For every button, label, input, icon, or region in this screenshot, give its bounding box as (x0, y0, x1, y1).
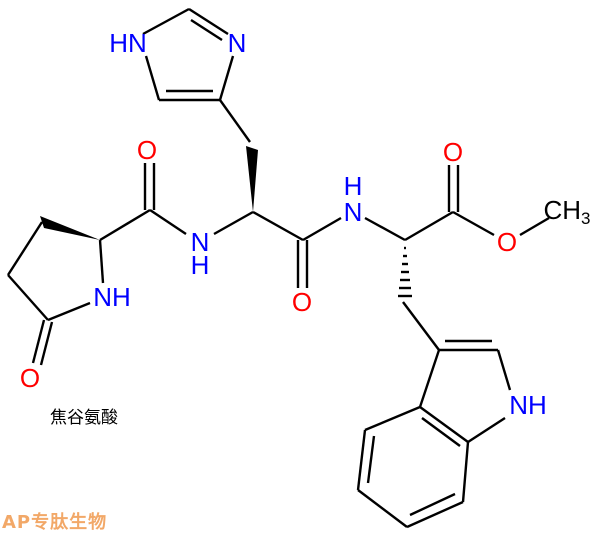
indole-nh-label: NH (509, 390, 547, 420)
trp-hash-bond (398, 246, 412, 298)
amide1-h-label: H (191, 250, 210, 280)
ester-oxygen-label: O (497, 227, 517, 257)
pyro-ring-nh-label: NH (93, 282, 131, 312)
amide2-h-label: H (344, 171, 363, 201)
ester-carbonyl-oxygen-label: O (443, 137, 463, 167)
watermark-logo: AP专肽生物 (2, 512, 108, 533)
compound-caption: 焦谷氨酸 (50, 408, 118, 428)
methyl-label: CH3 (543, 195, 590, 228)
imidazole-ring (142, 7, 235, 102)
pyroglutamate-ring (6, 216, 105, 366)
amide1-n-label: N (191, 227, 210, 257)
amide2-bond (302, 216, 342, 242)
imidazole-nh-label: HN (109, 28, 147, 58)
amide2-n-label: N (344, 197, 363, 227)
his-wedge-bond (246, 146, 258, 212)
his-cb-bond (219, 99, 251, 143)
trp-n-bond (364, 216, 406, 242)
indole-ring (356, 301, 512, 529)
his-co-bond (252, 210, 304, 242)
pyro-carbonyl-oxygen-label: O (137, 135, 157, 165)
his-carbonyl-oxygen-label: O (292, 287, 312, 317)
imidazole-n-label: N (228, 28, 247, 58)
his-n-bond (213, 210, 254, 236)
pyro-ring-oxygen-label: O (20, 363, 40, 393)
